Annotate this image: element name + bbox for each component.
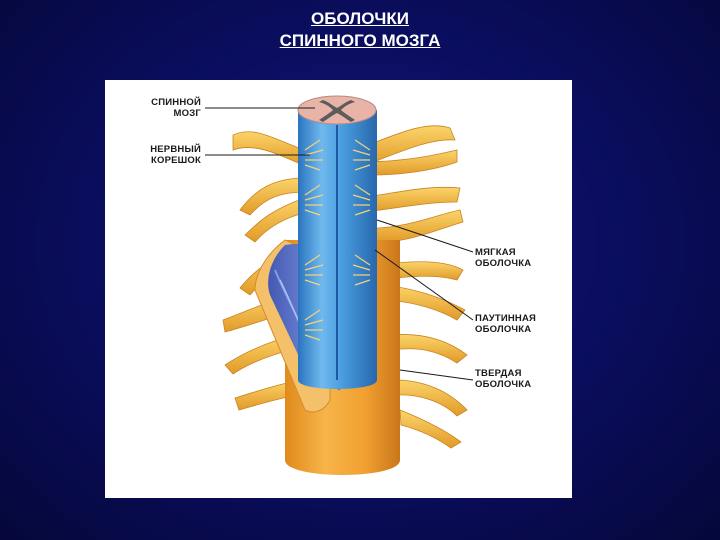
grey-matter-butterfly	[319, 100, 355, 122]
label-spinal-cord-line2: МОЗГ	[173, 108, 201, 119]
rootlets	[304, 139, 371, 341]
label-dura-mater-line2: ОБОЛОЧКА	[475, 379, 532, 390]
label-arachnoid-line2: ОБОЛОЧКА	[475, 324, 532, 335]
pointer-lines	[205, 107, 474, 381]
label-nerve-root: НЕРВНЫЙ КОРЕШОК	[135, 144, 201, 166]
title-line-2: СПИННОГО МОЗГА	[279, 31, 441, 50]
spinal-cord-illustration	[205, 95, 474, 475]
illustration-panel: СПИННОЙ МОЗГ НЕРВНЫЙ КОРЕШОК МЯГКАЯ ОБОЛ…	[105, 80, 572, 498]
label-pia-mater-line1: МЯГКАЯ	[475, 247, 516, 258]
label-pia-mater-line2: ОБОЛОЧКА	[475, 258, 532, 269]
title-line-1: ОБОЛОЧКИ	[311, 9, 409, 28]
label-spinal-cord-line1: СПИННОЙ	[151, 97, 201, 108]
label-spinal-cord: СПИННОЙ МОЗГ	[135, 97, 201, 119]
nerve-roots	[222, 125, 468, 449]
label-arachnoid: ПАУТИННАЯ ОБОЛОЧКА	[475, 313, 536, 335]
label-dura-mater-line1: ТВЕРДАЯ	[475, 368, 522, 379]
label-nerve-root-line1: НЕРВНЫЙ	[150, 144, 201, 155]
label-dura-mater: ТВЕРДАЯ ОБОЛОЧКА	[475, 368, 531, 390]
slide-title: ОБОЛОЧКИ СПИННОГО МОЗГА	[0, 8, 720, 52]
label-arachnoid-line1: ПАУТИННАЯ	[475, 313, 537, 324]
label-nerve-root-line2: КОРЕШОК	[151, 155, 201, 166]
label-pia-mater: МЯГКАЯ ОБОЛОЧКА	[475, 247, 531, 269]
